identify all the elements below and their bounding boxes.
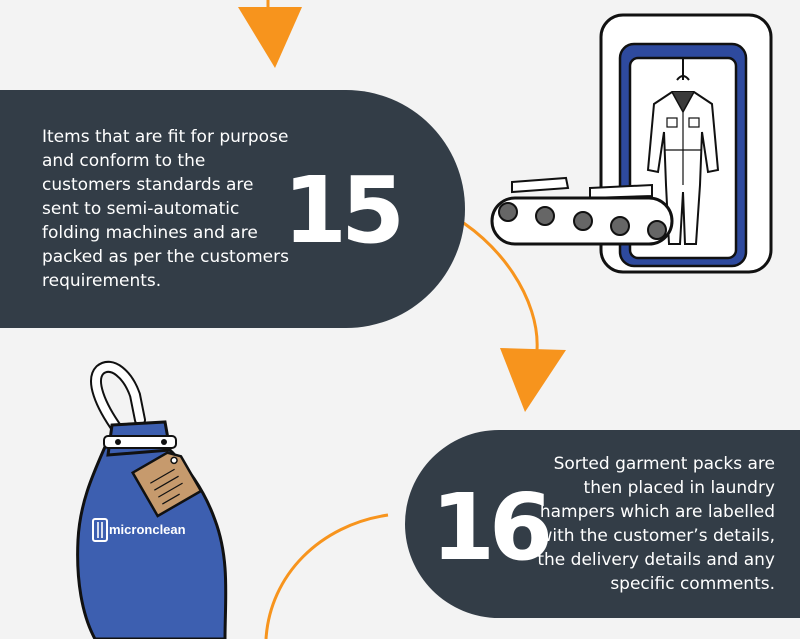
flow-arrow-icon	[264, 513, 389, 639]
flow-arrow-icon	[238, 0, 302, 68]
laundry-bag-illustration: micronclean	[76, 360, 228, 639]
step-15-panel: Items that are fit for purpose and confo…	[0, 90, 465, 328]
step-16-description: Sorted garment packs are then placed in …	[537, 454, 775, 594]
step-15-number: 15	[283, 157, 405, 264]
bag-logo-text: micronclean	[109, 522, 186, 537]
step-16-panel: 16 Sorted garment packs are then placed …	[405, 430, 800, 618]
folding-machine-illustration	[490, 13, 773, 274]
step-15-description: Items that are fit for purpose and confo…	[42, 127, 289, 291]
step-16-number: 16	[431, 474, 553, 581]
